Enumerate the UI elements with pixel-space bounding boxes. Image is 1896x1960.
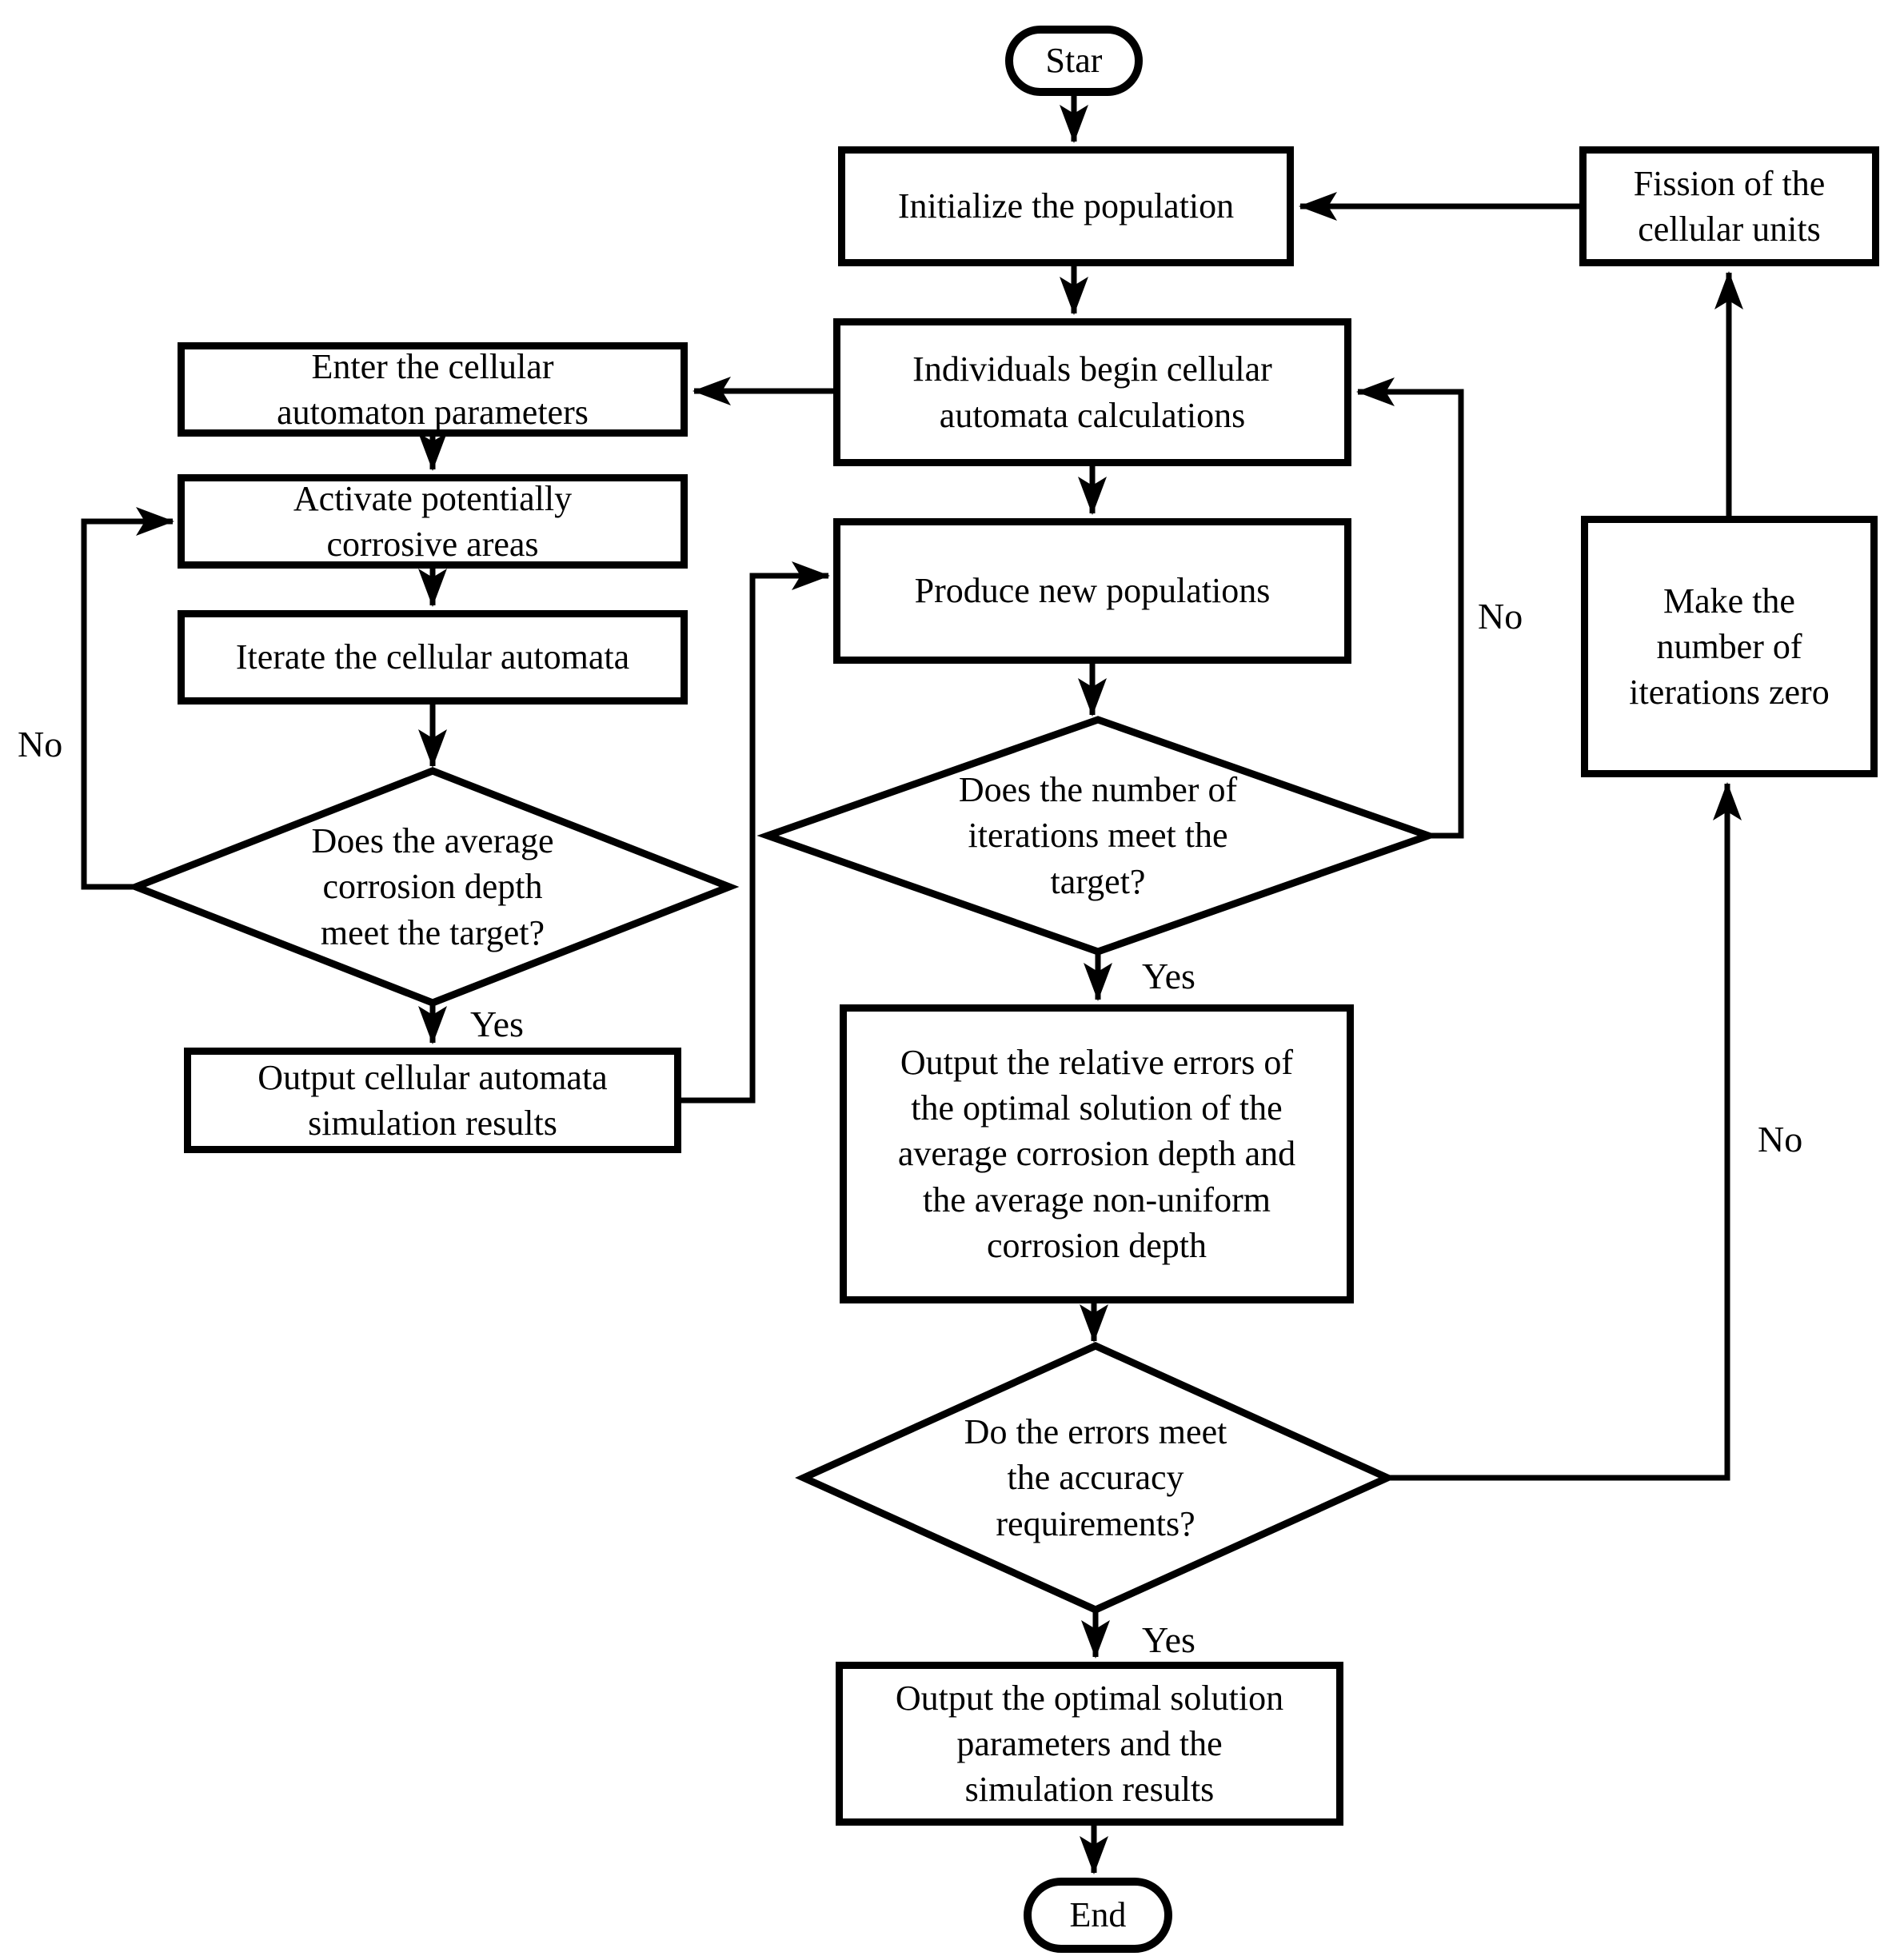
- edge-label-accuracy-yes: Yes: [1142, 1619, 1195, 1660]
- node-activate-corrosive-areas: Activate potentially corrosive areas: [178, 474, 688, 569]
- node-individuals-begin-calculations: Individuals begin cellular automata calc…: [833, 318, 1351, 466]
- node-make-iterations-zero-label: Make the number of iterations zero: [1629, 581, 1830, 713]
- node-initialize-population-label: Initialize the population: [897, 186, 1235, 226]
- node-produce-new-populations-label: Produce new populations: [914, 571, 1271, 611]
- node-output-relative-errors-label: Output the relative errors of the optima…: [897, 1043, 1296, 1265]
- node-output-relative-errors: Output the relative errors of the optima…: [840, 1004, 1354, 1303]
- node-end: End: [1024, 1878, 1172, 1953]
- edge-label-accuracy-no: No: [1758, 1119, 1803, 1160]
- node-output-ca-results-label: Output cellular automata simulation resu…: [257, 1057, 608, 1143]
- node-output-optimal-solution-label: Output the optimal solution parameters a…: [895, 1678, 1284, 1810]
- node-initialize-population: Initialize the population: [838, 146, 1294, 266]
- decision-accuracy-label: Do the errors meet the accuracy requirem…: [964, 1412, 1227, 1543]
- node-iterate-cellular-automata: Iterate the cellular automata: [178, 610, 688, 705]
- node-activate-corrosive-areas-label: Activate potentially corrosive areas: [293, 478, 573, 564]
- node-iterate-cellular-automata-label: Iterate the cellular automata: [235, 637, 630, 677]
- node-individuals-begin-calculations-label: Individuals begin cellular automata calc…: [912, 349, 1272, 435]
- edge-label-iterations-no: No: [1478, 596, 1523, 637]
- decision-average-depth-label: Does the average corrosion depth meet th…: [311, 821, 554, 952]
- edge-label-depth-yes: Yes: [470, 1004, 524, 1044]
- arrow-decision-depth-no-loop: [81, 507, 174, 890]
- edge-label-iterations-yes: Yes: [1142, 956, 1195, 996]
- node-end-label: End: [1069, 1895, 1127, 1935]
- node-enter-parameters-label: Enter the cellular automaton parameters: [277, 346, 589, 432]
- node-fission-cellular-units: Fission of the cellular units: [1579, 146, 1879, 266]
- arrow-output-ca-to-produce: [681, 561, 830, 1104]
- node-enter-parameters: Enter the cellular automaton parameters: [178, 342, 688, 437]
- node-output-ca-results: Output cellular automata simulation resu…: [184, 1048, 681, 1153]
- node-make-iterations-zero: Make the number of iterations zero: [1581, 516, 1878, 777]
- arrow-decision-accuracy-no: [1387, 782, 1742, 1481]
- node-start-label: Star: [1045, 41, 1103, 81]
- node-produce-new-populations: Produce new populations: [833, 518, 1351, 664]
- decision-iterations-label: Does the number of iterations meet the t…: [958, 770, 1238, 901]
- node-start: Star: [1005, 26, 1143, 96]
- edge-label-depth-no: No: [18, 724, 63, 764]
- node-fission-cellular-units-label: Fission of the cellular units: [1633, 163, 1826, 249]
- node-output-optimal-solution: Output the optimal solution parameters a…: [836, 1662, 1343, 1826]
- arrow-decision-iterations-no: [1356, 377, 1464, 839]
